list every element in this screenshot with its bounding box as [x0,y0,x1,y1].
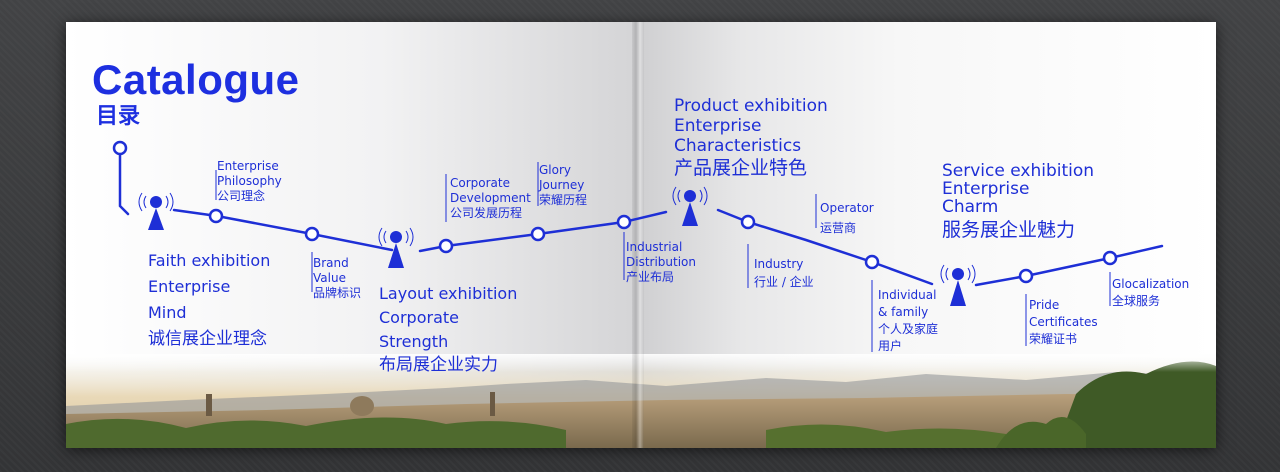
corporate-development-label: Corporate Development 公司发展历程 [450,176,531,221]
industrial-distribution-en-1: Industrial [626,240,683,254]
pride-certificates-cn: 荣耀证书 [1029,332,1078,346]
individual-family-cn-1: 个人及家庭 [878,322,939,336]
glory-journey-cn: 荣耀历程 [539,193,588,207]
layout-label-cn: 布局展企业实力 [379,355,498,375]
industrial-distribution-cn: 产业布局 [626,270,675,284]
pride-certificates-label: Pride Certificates 荣耀证书 [1029,297,1098,348]
industrial-distribution-en-2: Distribution [626,255,697,269]
individual-family-en-2: & family [878,305,929,319]
industry-en: Industry [754,257,804,271]
layout-beacon-icon [378,227,414,268]
faith-label-cn: 诚信展企业理念 [148,329,267,349]
glocalization-cn: 全球服务 [1112,294,1161,308]
corporate-development-node [438,238,454,254]
product-section-label: Product exhibition Enterprise Characteri… [674,96,828,180]
product-label-en-3: Characteristics [674,136,802,156]
glocalization-en: Glocalization [1112,277,1190,291]
catalogue-title-cn: 目录 [96,104,141,129]
timeline-graphic [112,140,1164,352]
layout-section-label: Layout exhibition Corporate Strength 布局展… [379,282,517,376]
industry-cn: 行业 / 企业 [754,275,814,289]
enterprise-philosophy-node [208,208,224,224]
brand-value-cn: 品牌标识 [313,286,362,300]
enterprise-philosophy-en-1: Enterprise [217,159,279,173]
faith-label-en-1: Faith exhibition [148,251,271,270]
cityscape-photo [66,354,1216,448]
catalogue-node [112,140,128,156]
brand-value-node [304,226,320,242]
faith-label-en-3: Mind [148,303,187,322]
brochure-spread: Catalogue 目录 Faith exhibition Enterprise… [66,22,1216,448]
page-fold [632,22,644,448]
brand-value-en-2: Value [313,271,346,285]
product-label-cn: 产品展企业特色 [674,157,808,179]
individual-family-cn-2: 用户 [878,339,903,353]
industrial-distribution-node [616,214,632,230]
faith-section-label: Faith exhibition Enterprise Mind 诚信展企业理念 [148,248,270,350]
product-label-en-2: Enterprise [674,116,762,136]
corporate-development-en-2: Development [450,191,531,205]
pride-certificates-en-1: Pride [1029,298,1060,312]
brand-value-en-1: Brand [313,256,349,270]
pride-certificates-node [1018,268,1034,284]
industrial-distribution-label: Industrial Distribution 产业布局 [626,240,696,285]
product-beacon-icon [672,186,708,226]
enterprise-philosophy-en-2: Philosophy [217,174,282,188]
layout-label-en-3: Strength [379,332,449,351]
service-beacon-icon [940,264,976,306]
faith-beacon-icon [138,192,174,230]
catalogue-connector [118,146,130,216]
service-label-en-2: Enterprise [942,179,1030,199]
enterprise-philosophy-cn: 公司理念 [217,189,266,203]
enterprise-philosophy-label: Enterprise Philosophy 公司理念 [217,159,282,204]
timeline-segment-1 [172,208,394,252]
service-label-en-1: Service exhibition [942,161,1095,181]
catalogue-title: Catalogue [92,56,300,103]
layout-label-en-2: Corporate [379,308,459,327]
operator-cn: 运营商 [820,221,857,235]
brand-value-label: Brand Value 品牌标识 [313,256,361,301]
individual-family-label: Individual & family 个人及家庭 用户 [878,287,938,355]
operator-node [864,254,880,270]
product-label-en-1: Product exhibition [674,96,828,116]
industry-node [740,214,756,230]
glory-journey-en-2: Journey [539,178,585,192]
corporate-development-en-1: Corporate [450,176,510,190]
glory-journey-label: Glory Journey 荣耀历程 [539,163,587,208]
layout-label-en-1: Layout exhibition [379,284,518,303]
industry-label: Industry 行业 / 企业 [754,255,814,291]
service-label-cn: 服务展企业魅力 [942,219,1076,241]
individual-family-en-1: Individual [878,288,937,302]
pride-certificates-en-2: Certificates [1029,315,1098,329]
service-section-label: Service exhibition Enterprise Charm 服务展企… [942,162,1094,242]
corporate-development-cn: 公司发展历程 [450,206,523,220]
service-label-en-3: Charm [942,197,999,217]
glory-journey-node [530,226,546,242]
operator-en: Operator [820,201,874,215]
timeline-segment-4 [974,244,1164,287]
glocalization-label: Glocalization 全球服务 [1112,276,1189,310]
timeline-segment-3 [716,208,934,286]
faith-label-en-2: Enterprise [148,277,231,296]
operator-label: Operator 运营商 [820,198,874,238]
glocalization-node [1102,250,1118,266]
glory-journey-en-1: Glory [539,163,572,177]
